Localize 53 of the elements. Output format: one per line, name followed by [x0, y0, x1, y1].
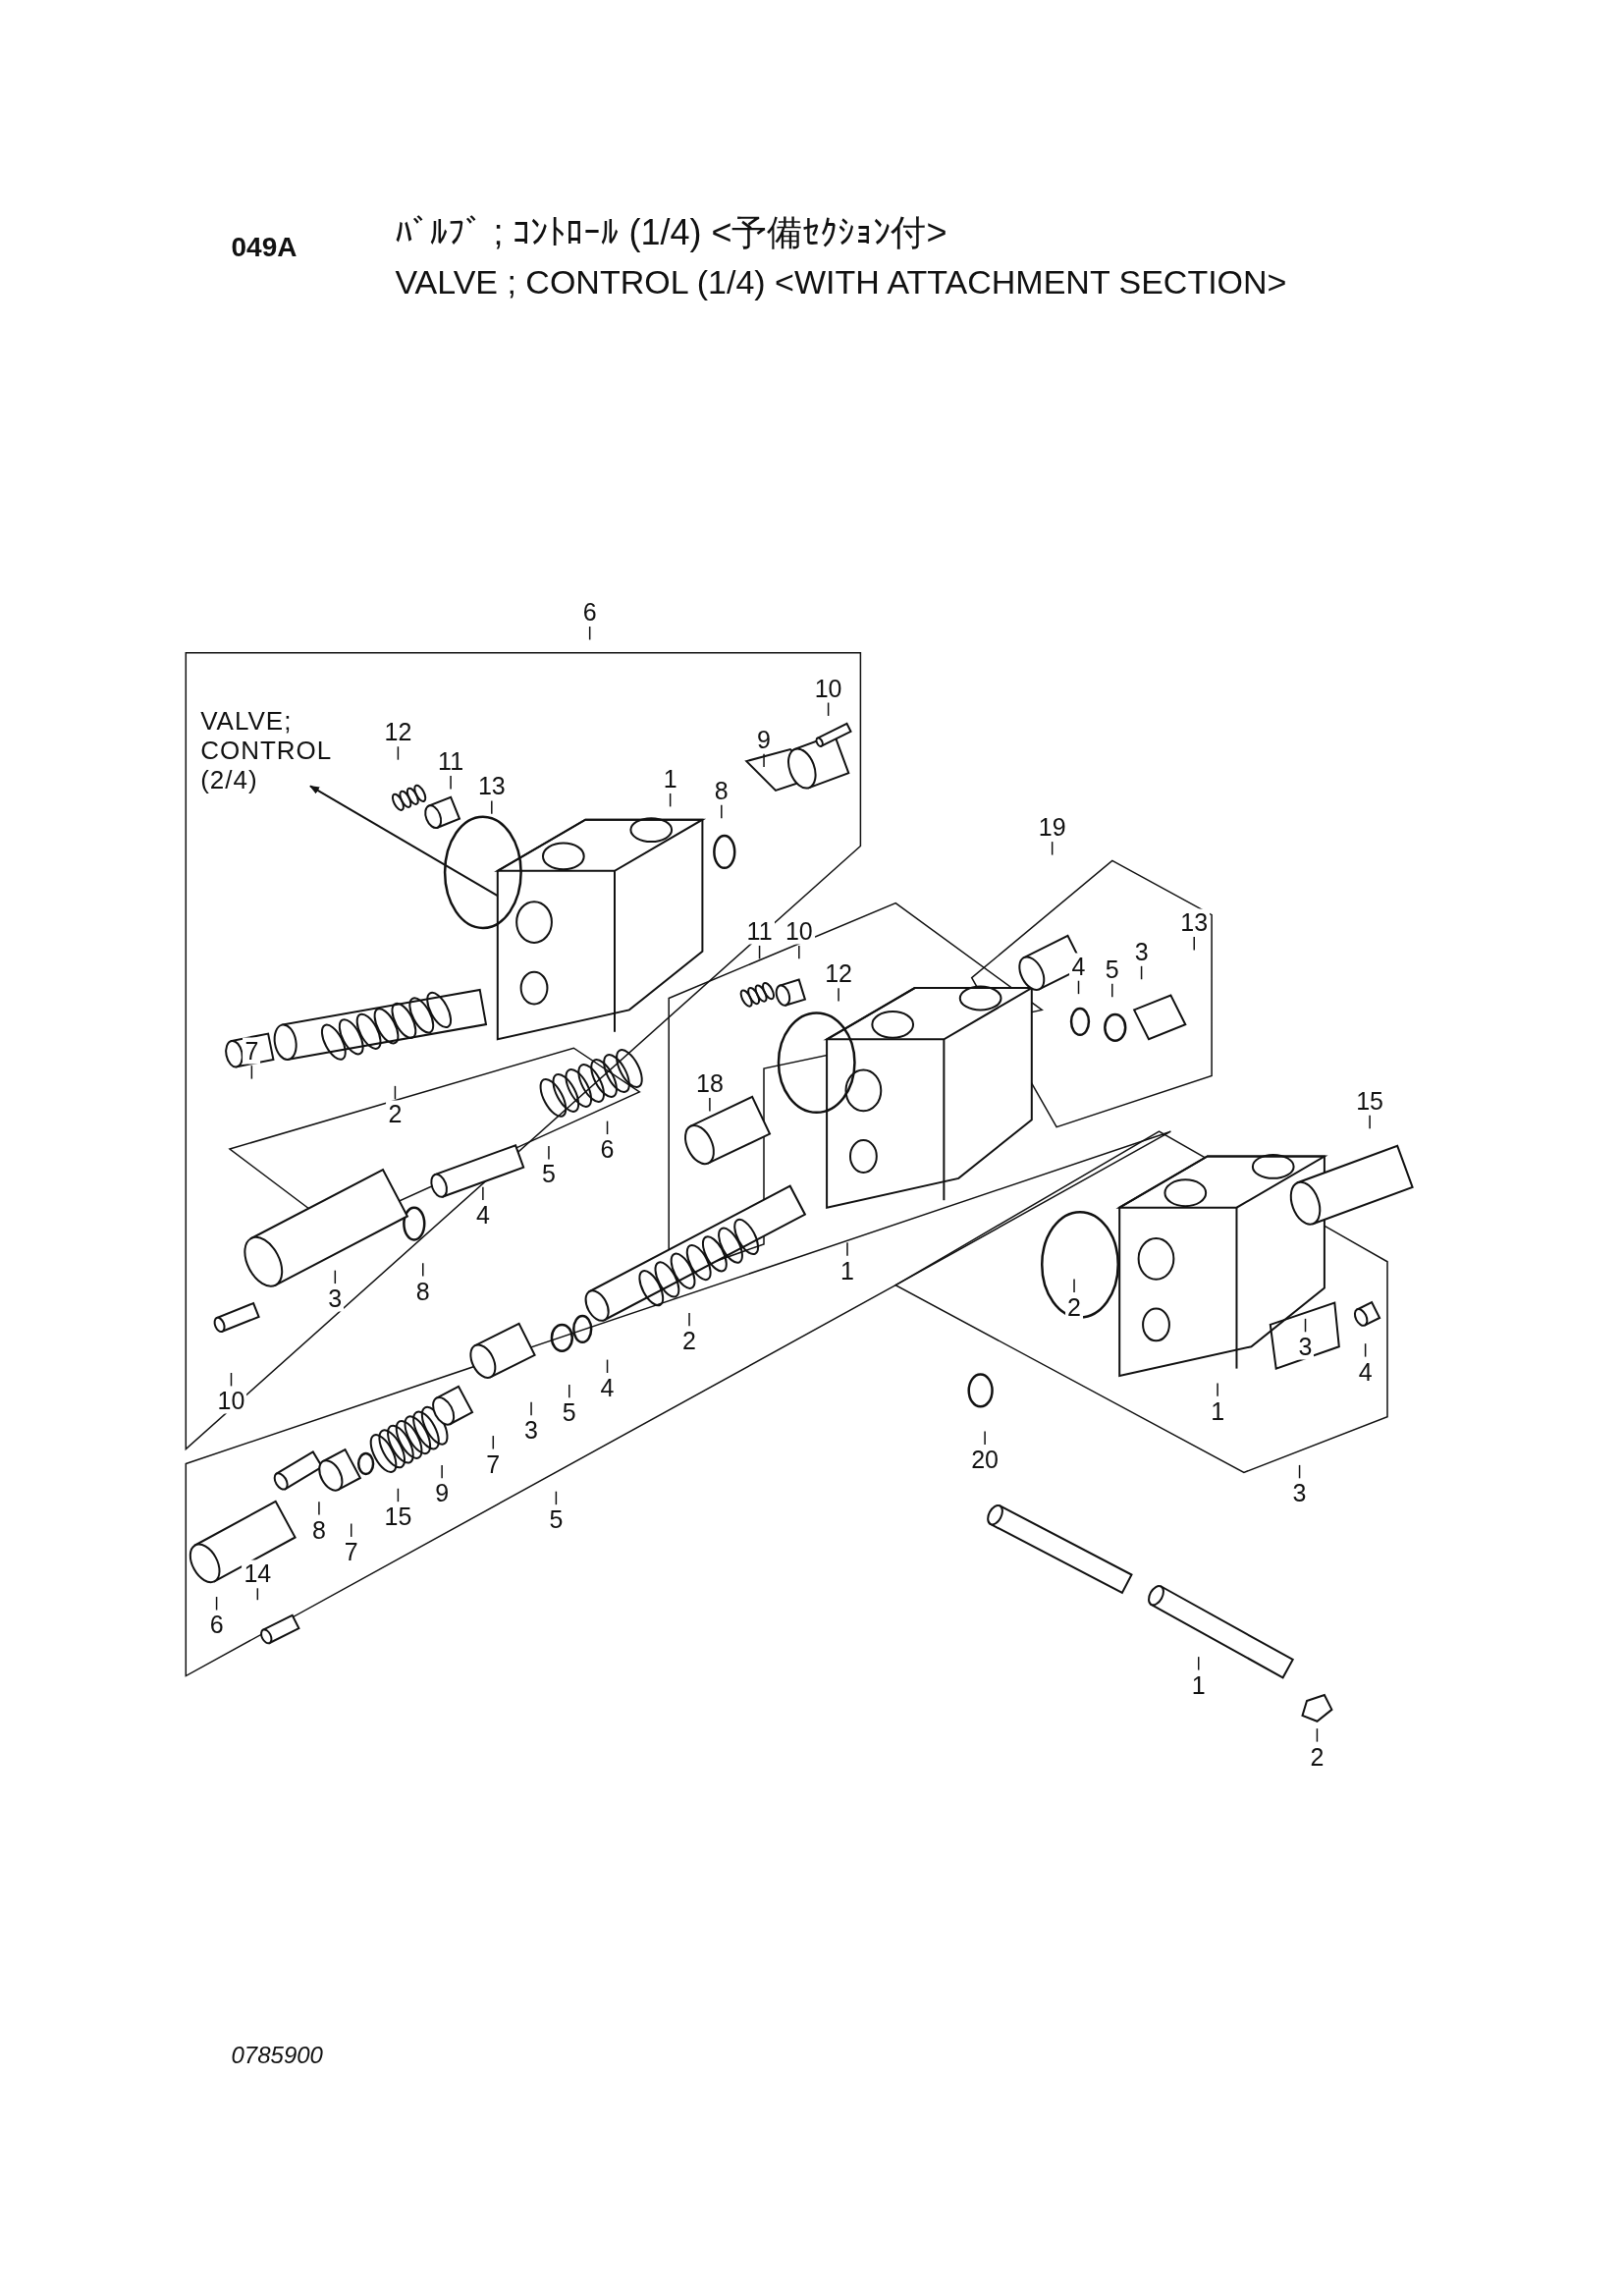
leader-line — [1316, 1727, 1319, 1743]
leader-line — [318, 1501, 320, 1516]
leader-line — [1193, 936, 1195, 952]
leader-line — [1217, 1382, 1218, 1397]
japanese-title: ﾊﾞﾙﾌﾞ ; ｺﾝﾄﾛｰﾙ (1/4) <予備ｾｸｼｮﾝ付> — [395, 215, 947, 251]
callout-number: 7 — [243, 1037, 261, 1065]
leader-line — [350, 1522, 352, 1538]
leader-line — [1140, 965, 1143, 980]
reference-note: VALVE; CONTROL (2/4) — [200, 706, 333, 795]
leader-line — [422, 1262, 424, 1278]
leader-line — [250, 1065, 253, 1080]
leader-line — [555, 1490, 558, 1505]
leader-line — [798, 945, 800, 960]
leader-line — [530, 1401, 532, 1416]
drawing-number: 0785900 — [231, 2043, 323, 2067]
leader-line — [230, 1372, 233, 1388]
leader-line — [827, 701, 830, 717]
leader-line — [441, 1464, 443, 1480]
leader-line — [568, 1384, 570, 1399]
leader-line — [763, 752, 765, 768]
leader-line — [846, 1241, 848, 1257]
leader-line — [984, 1430, 986, 1446]
leader-line — [1197, 1656, 1200, 1671]
leader-line — [492, 1435, 495, 1450]
leader-line — [1077, 980, 1080, 995]
leader-line — [394, 1085, 397, 1100]
leader-line — [1364, 1342, 1367, 1358]
leader-line — [758, 945, 761, 960]
leader-line — [709, 1097, 711, 1113]
leader-line — [397, 1488, 400, 1503]
leader-line — [838, 987, 839, 1003]
leader-line — [482, 1185, 484, 1201]
leader-line — [688, 1312, 690, 1328]
leader-line — [450, 775, 452, 791]
leader-line — [397, 745, 400, 761]
leader-line — [334, 1269, 337, 1285]
leader-line — [588, 626, 591, 641]
leader-line — [1111, 982, 1113, 998]
leader-line — [721, 804, 723, 820]
leader-line — [548, 1145, 550, 1161]
leader-line — [1304, 1318, 1307, 1333]
leader-line — [669, 793, 672, 808]
leader-line — [606, 1120, 609, 1135]
leader-line — [1051, 841, 1054, 856]
leader-line — [1298, 1464, 1301, 1480]
leader-line — [1369, 1115, 1371, 1129]
leader-line — [256, 1587, 259, 1601]
leader-line — [491, 799, 493, 815]
leader-line — [1073, 1278, 1075, 1293]
page-code: 049A — [231, 234, 298, 262]
title: VALVE ; CONTROL (1/4) <WITH ATTACHMENT SECTION> — [395, 264, 1287, 299]
leader-line — [215, 1596, 218, 1612]
leader-line — [606, 1358, 609, 1374]
